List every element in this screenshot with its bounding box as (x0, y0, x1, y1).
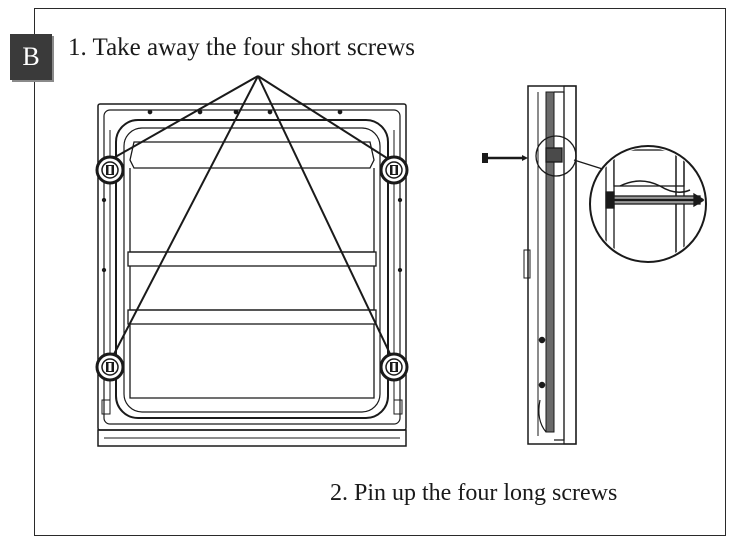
step-2-instruction: 2. Pin up the four long screws (330, 480, 618, 506)
magnified-screw-detail (589, 145, 707, 263)
door-side-view (523, 85, 577, 445)
long-screw-icon (482, 153, 528, 163)
screw-bottom-right (379, 352, 409, 382)
screw-top-left (95, 155, 125, 185)
screw-top-right (379, 155, 409, 185)
step-badge: B (10, 34, 52, 80)
screw-bottom-left (95, 352, 125, 382)
instruction-frame (34, 8, 726, 536)
screw-pointer-lines (109, 75, 393, 359)
step-1-instruction: 1. Take away the four short screws (68, 34, 415, 61)
door-front-view (97, 103, 407, 447)
